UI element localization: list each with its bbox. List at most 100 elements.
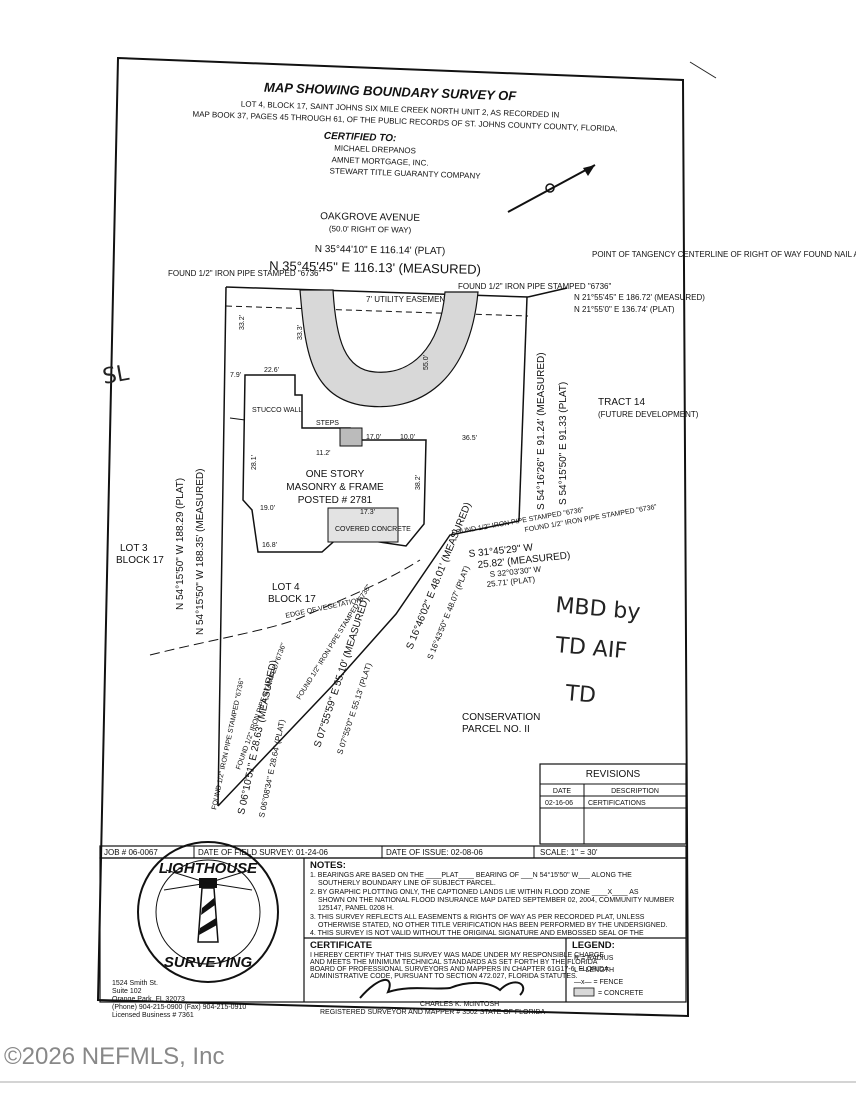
east-boundary <box>518 296 528 522</box>
surveyor-registration: REGISTERED SURVEYOR AND MAPPER # 3502 ST… <box>320 1009 546 1016</box>
rear-boundary <box>217 520 520 807</box>
dim-19-0: 19.0' <box>260 505 275 512</box>
north-curve <box>527 287 568 298</box>
conservation-label-2: PARCEL NO. II <box>462 724 530 735</box>
certificate-line-1: I HEREBY CERTIFY THAT THIS SURVEY WAS MA… <box>310 952 604 959</box>
found-pipe-ne: FOUND 1/2" IRON PIPE STAMPED "6736" <box>458 282 611 291</box>
cert-party-1: MICHAEL DREPANOS <box>334 144 416 156</box>
dim-16-8: 16.8' <box>262 542 277 549</box>
tract-label: TRACT 14 <box>598 397 645 408</box>
issue-date: DATE OF ISSUE: 02-08-06 <box>386 848 483 857</box>
street-row: (50.0' RIGHT OF WAY) <box>329 224 412 234</box>
logo-brand-top: LIGHTHOUSE <box>159 860 258 877</box>
steps-area <box>339 427 363 447</box>
revisions-col-desc: DESCRIPTION <box>611 788 659 795</box>
house-footprint <box>242 374 427 553</box>
certificate-title: CERTIFICATE <box>310 940 372 951</box>
west-plat: N 54°15'50" W 188.29 (PLAT) <box>175 478 186 610</box>
revisions-row-desc: CERTIFICATIONS <box>588 800 646 807</box>
certified-to-label: CERTIFIED TO: <box>324 131 397 145</box>
east-plat: S 54°15'50" E 91.33 (PLAT) <box>558 382 569 505</box>
block17b-label: BLOCK 17 <box>268 594 316 605</box>
job-number: JOB # 06-0067 <box>104 848 158 857</box>
covered-label: COVERED CONCRETE <box>335 526 411 533</box>
footer-info-bar: JOB # 06-0067 DATE OF FIELD SURVEY: 01-2… <box>99 845 687 859</box>
certificate-line-2: AND MEETS THE MINIMUM TECHNICAL STANDARD… <box>310 959 598 966</box>
title-block-frame <box>99 857 687 1003</box>
dim-10-0: 10.0' <box>400 434 415 441</box>
scan-mark <box>689 61 717 79</box>
dim-7-9: 7.9' <box>230 372 241 379</box>
legend-concrete: = CONCRETE <box>598 990 644 997</box>
house-label-2: MASONRY & FRAME <box>286 482 384 493</box>
handwritten-initials: SL <box>101 361 132 390</box>
legend-concrete-swatch <box>573 987 595 997</box>
curve-plat: N 21°55'0" E 136.74' (PLAT) <box>574 305 675 314</box>
tract-sub-label: (FUTURE DEVELOPMENT) <box>598 410 699 419</box>
utility-easement-label: 7' UTILITY EASEMENT <box>366 295 450 304</box>
lot3-label: LOT 3 <box>120 543 148 554</box>
surveyor-signature <box>359 979 525 999</box>
conservation-label-1: CONSERVATION <box>462 712 540 723</box>
certificate-line-3: BOARD OF PROFESSIONAL SURVEYORS AND MAPP… <box>310 966 609 973</box>
handwritten-line-1: MBD by <box>554 593 641 625</box>
street-measured-bearing: N 35°45'45" E 116.13' (MEASURED) <box>269 258 481 277</box>
stucco-label: STUCCO WALL <box>252 407 302 414</box>
west-boundary <box>217 286 227 807</box>
company-addr-5: Licensed Business # 7361 <box>112 1012 194 1019</box>
handwritten-line-2: TD AIF <box>553 633 627 664</box>
field-survey-date: DATE OF FIELD SURVEY: 01-24-06 <box>198 848 329 857</box>
company-addr-1: 1524 Smith St. <box>112 980 158 987</box>
dim-36-5: 36.5' <box>462 435 477 442</box>
legend-fence: —x— = FENCE <box>574 979 624 986</box>
street-plat-bearing: N 35°44'10" E 116.14' (PLAT) <box>315 244 446 257</box>
legend-title: LEGEND: <box>572 940 615 951</box>
dim-17-3: 17.3' <box>360 509 375 516</box>
utility-easement-line <box>225 305 529 317</box>
page-border <box>96 56 690 1018</box>
street-name: OAKGROVE AVENUE <box>320 211 420 224</box>
note-3: 3. THIS SURVEY REFLECTS ALL EASEMENTS & … <box>310 914 645 921</box>
cert-party-3: STEWART TITLE GUARANTY COMPANY <box>329 166 481 180</box>
certificate-line-4: ADMINISTRATIVE CODE, PURSUANT TO SECTION… <box>310 973 578 980</box>
lot4-label: LOT 4 <box>272 582 300 593</box>
surveyor-name: CHARLES K. McINTOSH <box>420 1001 499 1008</box>
west-measured: N 54°15'50" W 188.35' (MEASURED) <box>195 469 206 635</box>
note-2c: 125147, PANEL 0208 H. <box>318 905 394 912</box>
steps-label: STEPS <box>316 420 339 427</box>
logo-brand-bottom: SURVEYING <box>164 954 253 971</box>
note-1b: SOUTHERLY BOUNDARY LINE OF SUBJECT PARCE… <box>318 880 496 887</box>
dim-22-6: 22.6' <box>264 367 279 374</box>
dim-38-2: 38.2' <box>415 475 422 490</box>
dim-28-1: 28.1' <box>251 455 258 470</box>
company-addr-2: Suite 102 <box>112 988 142 995</box>
found-pipe-nw: FOUND 1/2" IRON PIPE STAMPED "6736" <box>168 269 321 278</box>
revisions-row-date: 02-16-06 <box>545 800 573 807</box>
scale: SCALE: 1" = 30' <box>540 848 598 857</box>
revisions-col-date: DATE <box>553 788 571 795</box>
east-measured: S 54°16'26" E 91.24' (MEASURED) <box>536 352 547 510</box>
point-of-tangency: POINT OF TANGENCY CENTERLINE OF RIGHT OF… <box>592 250 856 259</box>
company-logo: LIGHTHOUSE SURVEYING <box>137 841 279 983</box>
dim-33-2: 33.2' <box>239 315 246 330</box>
dim-17-0: 17.0' <box>366 434 381 441</box>
cert-party-2: AMNET MORTGAGE, INC. <box>331 155 428 167</box>
company-addr-3: Orange Park, FL 32073 <box>112 996 185 1003</box>
note-2: 2. BY GRAPHIC PLOTTING ONLY, THE CAPTION… <box>310 889 639 896</box>
dim-55: 55.0' <box>423 355 430 370</box>
house-label-3: POSTED # 2781 <box>298 495 373 506</box>
company-addr-4: (Phone) 904-215-0900 (Fax) 904-215-0910 <box>112 1004 246 1011</box>
note-4: 4. THIS SURVEY IS NOT VALID WITHOUT THE … <box>310 930 644 937</box>
handwritten-line-3: TD <box>563 681 596 709</box>
house-label-1: ONE STORY <box>306 469 365 480</box>
note-2b: SHOWN ON THE NATIONAL FLOOD INSURANCE MA… <box>318 897 674 904</box>
vegetation-line <box>149 559 421 656</box>
dim-33-3: 33.3' <box>297 325 304 340</box>
title-line1: MAP SHOWING BOUNDARY SURVEY OF <box>264 80 518 104</box>
dim-11-2: 11.2' <box>316 450 330 457</box>
revisions-title: REVISIONS <box>586 769 641 780</box>
driveway <box>299 289 479 408</box>
north-arrow-icon <box>507 164 596 213</box>
legend-length: L = LENGTH <box>574 967 614 974</box>
